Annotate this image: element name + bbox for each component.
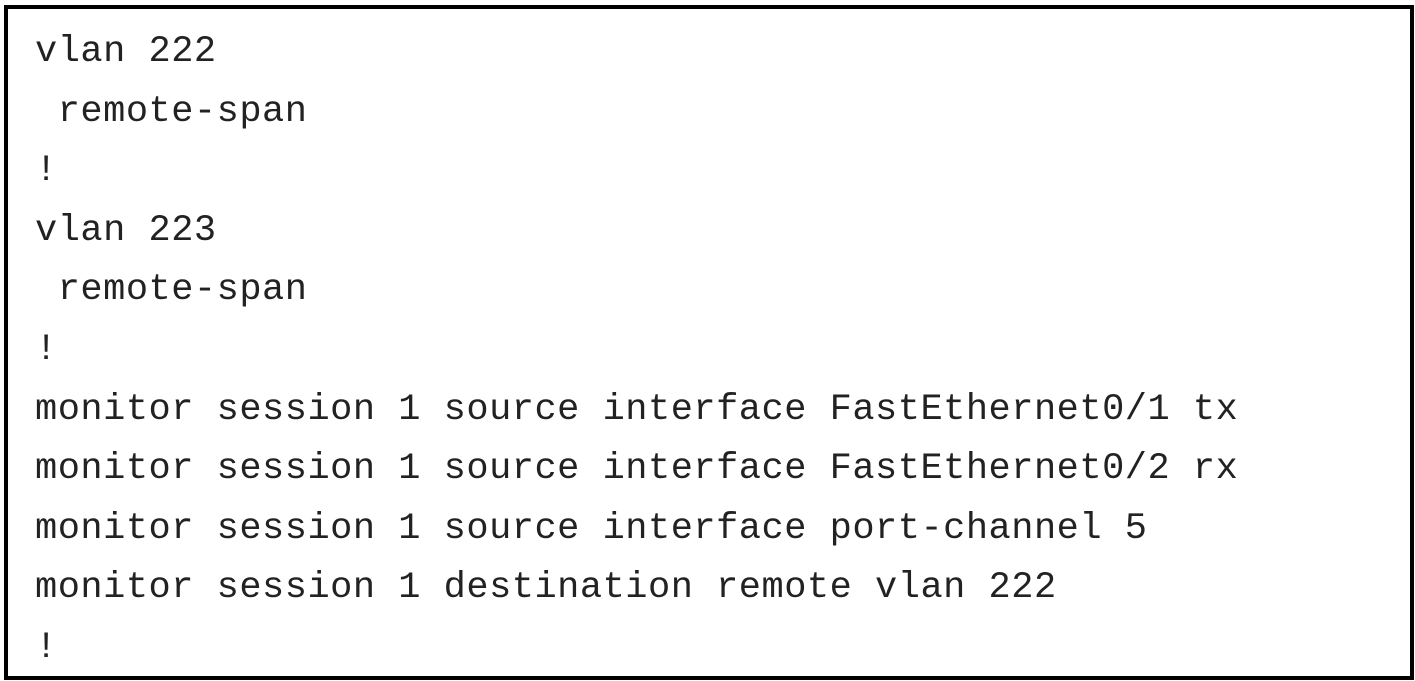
config-line-separator-3: !	[35, 626, 58, 669]
config-line-remote-span-1: remote-span	[35, 90, 308, 133]
config-line-monitor-destination: monitor session 1 destination remote vla…	[35, 567, 1057, 610]
config-line-separator-1: !	[35, 150, 58, 193]
config-line-remote-span-2: remote-span	[35, 269, 308, 312]
config-line-monitor-source-fa01: monitor session 1 source interface FastE…	[35, 388, 1239, 431]
config-line-vlan-222: vlan 222	[35, 31, 217, 73]
config-line-vlan-223: vlan 223	[35, 209, 217, 252]
config-line-monitor-source-fa02: monitor session 1 source interface FastE…	[35, 448, 1239, 491]
config-line-separator-2: !	[35, 328, 58, 371]
config-box: vlan 222 remote-span ! vlan 223 remote-s…	[4, 5, 1414, 680]
config-listing: vlan 222 remote-span ! vlan 223 remote-s…	[35, 23, 1238, 679]
config-line-monitor-source-po5: monitor session 1 source interface port-…	[35, 507, 1148, 550]
